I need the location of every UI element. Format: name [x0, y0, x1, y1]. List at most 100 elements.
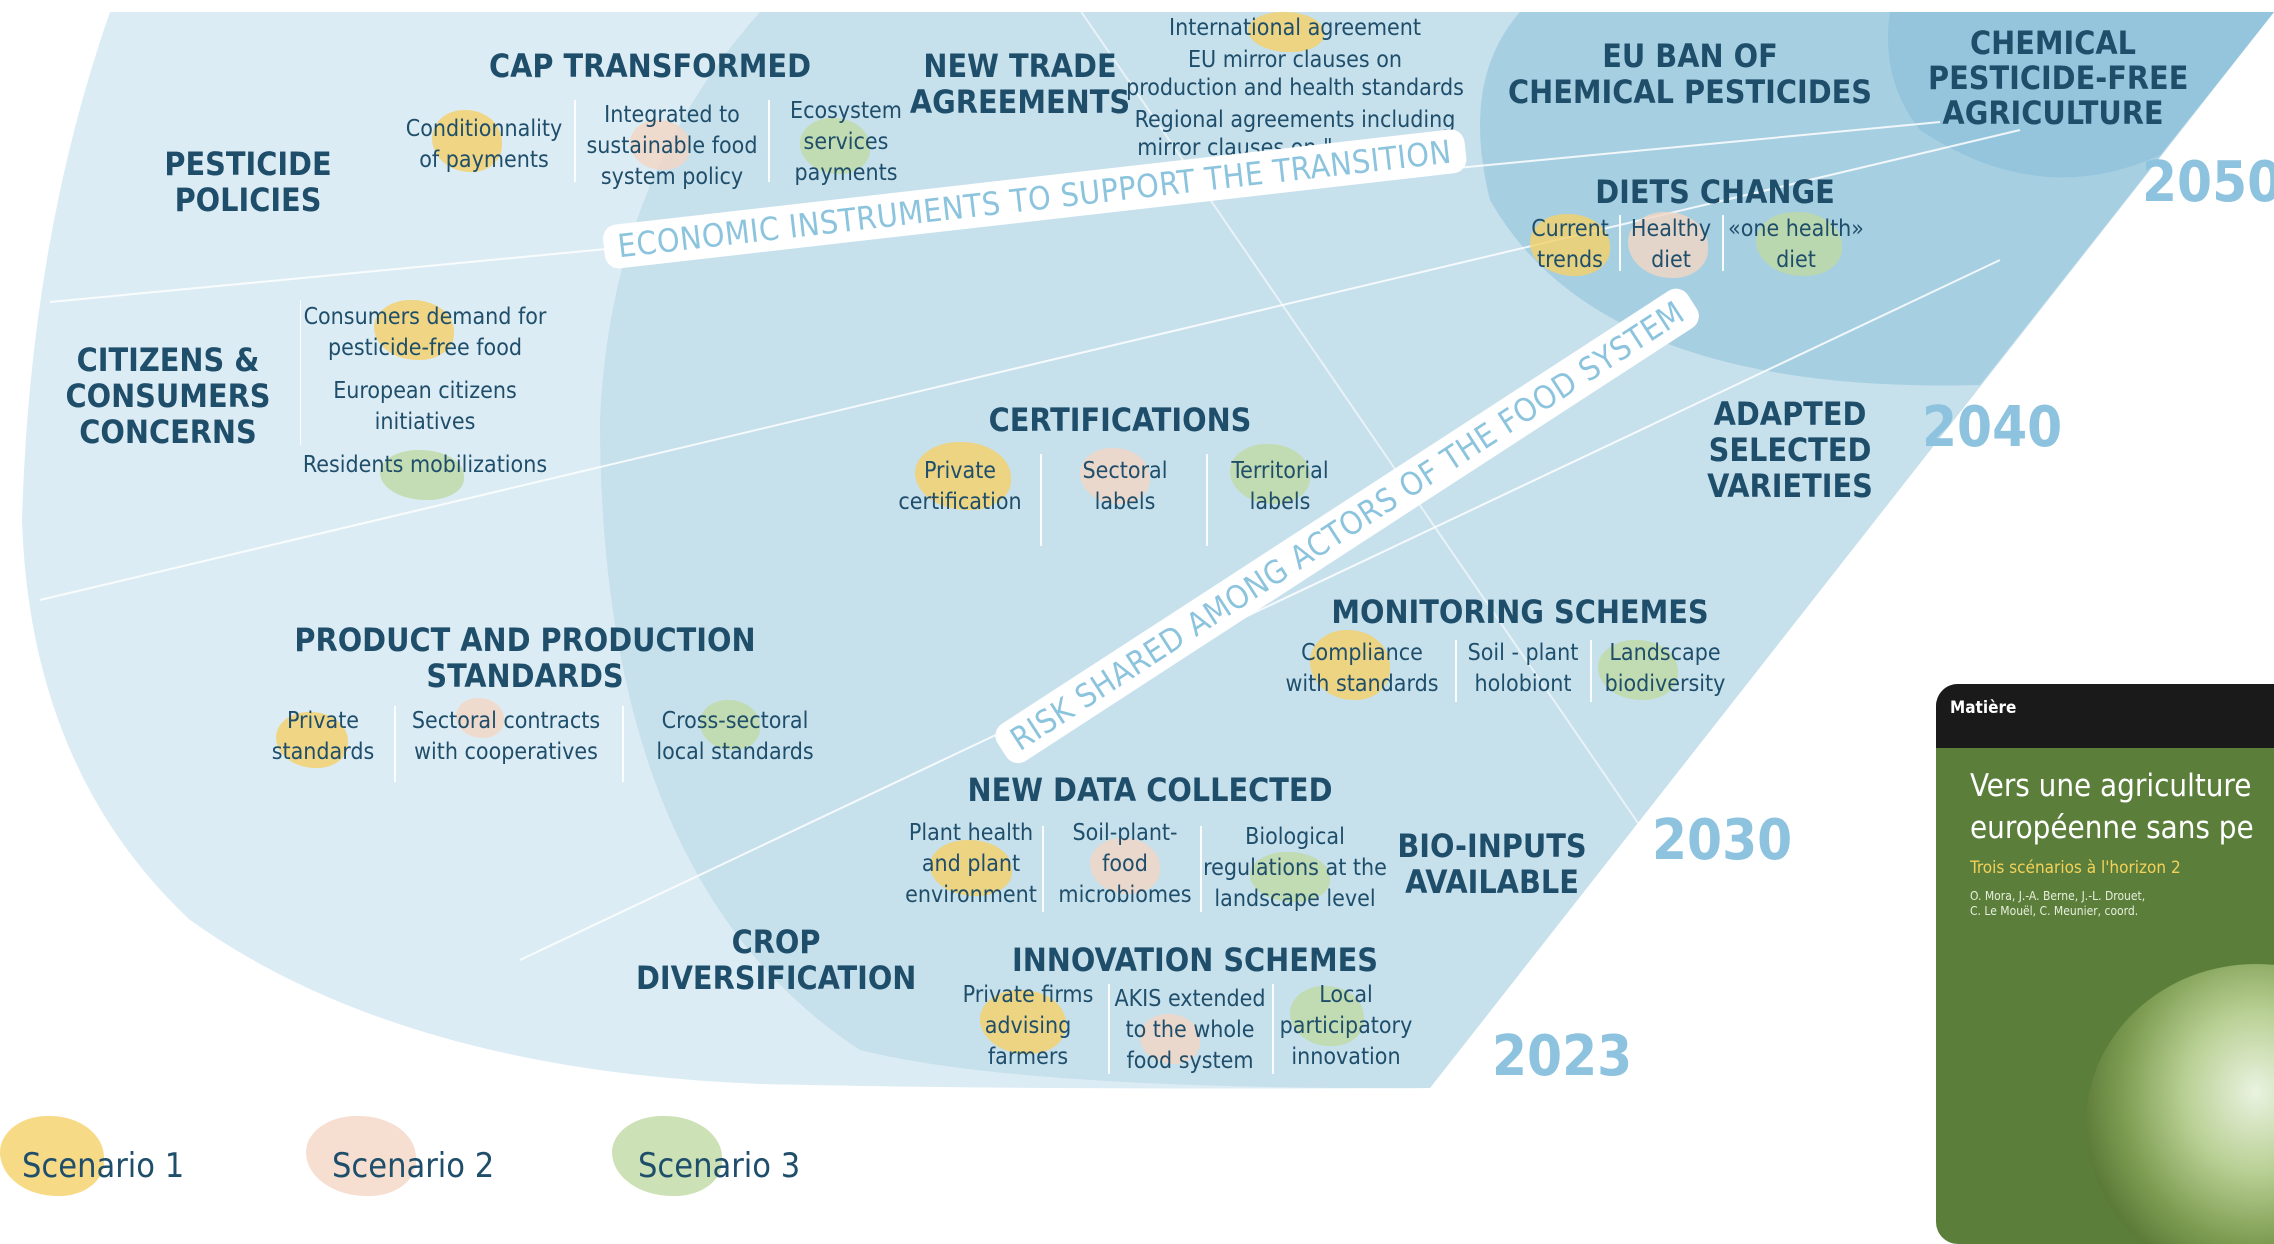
- scenario2-blob: [1080, 448, 1150, 504]
- year-2050: 2050: [2142, 150, 2274, 215]
- legend-swatch-scenario1: [0, 1116, 104, 1196]
- legend-swatch-scenario3: [612, 1116, 722, 1196]
- separator: [1206, 454, 1208, 546]
- year-2023: 2023: [1492, 1024, 1633, 1089]
- separator: [394, 706, 396, 782]
- scenario1-blob: [276, 712, 348, 768]
- legend-label-scenario1: Scenario 1: [22, 1146, 185, 1186]
- scenario3-blob: [800, 118, 870, 174]
- separator: [1040, 454, 1042, 546]
- divider-line: [519, 259, 2001, 961]
- region-2050: [1888, 12, 2274, 178]
- scenario3-blob: [1230, 444, 1310, 504]
- scenario2-blob: [1090, 838, 1160, 894]
- separator: [1590, 640, 1592, 702]
- heading-monitoring-schemes: MONITORING SCHEMES: [1331, 593, 1709, 631]
- year-2040: 2040: [1922, 395, 2063, 460]
- book-authors-line1: O. Mora, J.-A. Berne, J.-L. Drouet,: [1970, 889, 2146, 903]
- scenario3-blob: [1250, 852, 1330, 902]
- scenario1-blob: [374, 300, 454, 360]
- scenario2-blob: [456, 698, 504, 738]
- item-international-agreement: International agreement: [1169, 15, 1421, 41]
- scenario1-blob: [980, 990, 1066, 1054]
- book-subtitle: Trois scénarios à l'horizon 2: [1970, 858, 2181, 878]
- scenario1-blob: [915, 442, 1011, 510]
- heading-innovation-schemes: INNOVATION SCHEMES: [1011, 941, 1378, 979]
- separator: [1722, 215, 1724, 271]
- separator: [622, 706, 624, 782]
- separator: [300, 300, 301, 445]
- divider-line: [39, 129, 2021, 601]
- scenario3-blob: [700, 700, 760, 750]
- book-publisher: Matière: [1950, 698, 2017, 718]
- scenario1-blob: [432, 110, 502, 172]
- item-one-health-diet: «one health»diet: [1728, 216, 1864, 273]
- scenario2-blob: [1140, 1014, 1200, 1064]
- scenario3-blob: [1598, 640, 1678, 700]
- scenario2-blob: [630, 120, 690, 170]
- year-2030: 2030: [1652, 808, 1793, 873]
- scenario2-blob: [1628, 212, 1708, 278]
- book-title-line2: européenne sans pe: [1970, 810, 2254, 846]
- book-authors-line2: C. Le Mouël, C. Meunier, coord.: [1970, 904, 2139, 918]
- scenario1-blob: [1248, 12, 1324, 52]
- separator: [1272, 984, 1274, 1074]
- legend-swatch-scenario2: [306, 1116, 416, 1196]
- scenario1-blob: [930, 840, 1012, 896]
- scenario3-blob: [1290, 986, 1364, 1046]
- legend-label-scenario3: Scenario 3: [638, 1146, 801, 1186]
- book-top-bar: [1936, 684, 2274, 748]
- heading-new-data: NEW DATA COLLECTED: [967, 771, 1333, 809]
- heading-cap-transformed: CAP TRANSFORMED: [489, 47, 811, 85]
- separator: [1042, 826, 1044, 912]
- heading-certifications: CERTIFICATIONS: [988, 401, 1252, 439]
- legend-label-scenario2: Scenario 2: [332, 1146, 495, 1186]
- book-cover: Matière Vers une agriculture européenne …: [1936, 684, 2274, 1244]
- book-title-line1: Vers une agriculture: [1970, 768, 2252, 804]
- separator: [768, 100, 770, 182]
- separator: [1108, 984, 1110, 1074]
- separator: [1455, 640, 1457, 702]
- background-diagram: [22, 12, 2274, 1089]
- separator: [574, 100, 576, 182]
- scenario3-blob: [380, 450, 464, 500]
- scenario3-blob: [1756, 212, 1842, 276]
- separator: [1200, 826, 1202, 912]
- separator: [1619, 215, 1621, 271]
- heading-diets-change: DIETS CHANGE: [1595, 173, 1835, 211]
- scenario1-blob: [1530, 214, 1610, 276]
- book-field-image: [2086, 964, 2274, 1244]
- item-residents-mobilizations: Residents mobilizations: [302, 452, 548, 478]
